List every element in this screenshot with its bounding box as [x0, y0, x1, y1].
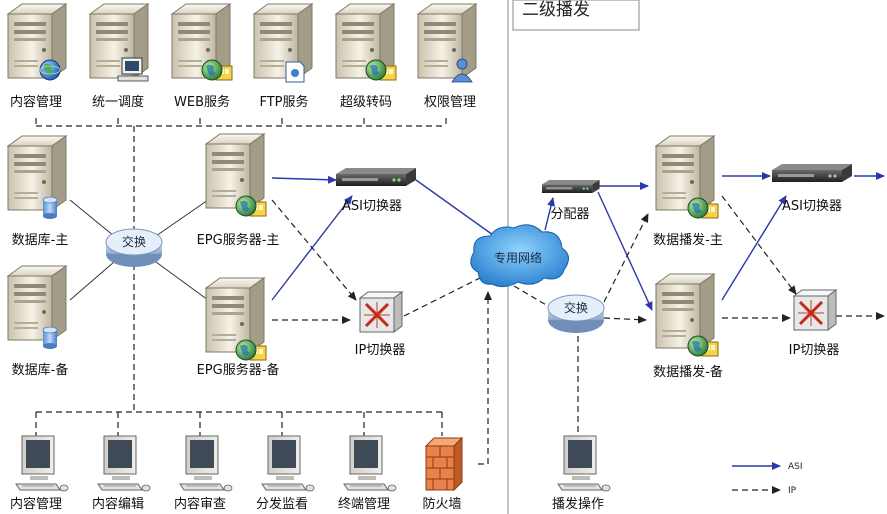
server-unified-scheduling: 统一调度 [89, 3, 149, 110]
top-server-row: 内容管理 统一调度 WEB服务 FTP服务 [7, 3, 477, 110]
ip-switch-left: IP切换器 [355, 290, 406, 358]
globe-icon [39, 59, 61, 81]
server-web: WEB服务 [171, 3, 233, 110]
section-title-box [512, 0, 640, 31]
database-icon [42, 196, 58, 220]
private-network-label: 专用网络 [494, 250, 542, 265]
rack-icon [336, 168, 416, 186]
monitor-icon [117, 57, 149, 82]
workstation-distribution-monitoring: 分发监看 [256, 435, 315, 512]
broadcast-server-backup: 数据播发-备 [653, 273, 723, 380]
legend-ip-label: IP [788, 486, 797, 496]
ip-switch-right: IP切换器 [789, 288, 840, 358]
ip-switch-icon [792, 288, 838, 332]
broadcast-primary-label: 数据播发-主 [653, 232, 723, 248]
broadcast-backup-label: 数据播发-备 [653, 364, 723, 380]
distributor-icon [542, 180, 600, 193]
workstation-row: 内容管理 内容编辑 内容审查 分发监看 终端管理 防火墙 [10, 435, 611, 512]
workstation-label: 内容管理 [10, 496, 62, 512]
switch-hub-right-label: 交换 [564, 300, 588, 315]
database-backup-label: 数据库-备 [12, 362, 69, 378]
epg-server-backup: EPG服务器-备 [197, 277, 280, 378]
server-content-management: 内容管理 [7, 3, 67, 110]
epg-server-primary: EPG服务器-主 [197, 133, 280, 248]
ip-switch-right-label: IP切换器 [789, 343, 840, 358]
asi-switch-label: ASI切换器 [342, 199, 402, 214]
server-icon [205, 133, 265, 209]
database-primary: 数据库-主 [7, 135, 69, 248]
server-label: 统一调度 [92, 94, 144, 110]
computer-icon [179, 435, 233, 492]
workstation-content-review: 内容审查 [174, 435, 233, 512]
server-label: 权限管理 [424, 94, 476, 110]
rack-icon [772, 164, 852, 182]
legend-asi-label: ASI [788, 462, 803, 472]
workstation-broadcast-operation: 播发操作 [552, 435, 611, 512]
workstation-label: 终端管理 [338, 496, 390, 512]
server-icon [7, 265, 67, 341]
firewall-icon [424, 436, 464, 492]
section-title: 二级播发 [522, 0, 590, 20]
computer-icon [261, 435, 315, 492]
switch-hub-label: 交换 [122, 234, 146, 249]
server-permission-management: 权限管理 [417, 3, 477, 110]
computer-icon [343, 435, 397, 492]
asi-switch-right-label: ASI切换器 [782, 199, 842, 214]
computer-icon [15, 435, 69, 492]
globe-icon [687, 197, 719, 219]
server-icon [655, 273, 715, 349]
database-backup: 数据库-备 [7, 265, 69, 378]
workstation-content-management: 内容管理 [10, 435, 69, 512]
server-icon [205, 277, 265, 353]
ip-switch-icon [358, 290, 404, 334]
asi-switch-right: ASI切换器 [772, 164, 852, 214]
switch-hub-right: 交换 [547, 294, 605, 334]
legend: ASI IP [732, 462, 803, 496]
workstation-label: 分发监看 [256, 496, 308, 512]
server-icon [417, 3, 477, 79]
workstation-label: 内容编辑 [92, 496, 144, 512]
document-icon [285, 61, 305, 83]
switch-hub-left: 交换 [105, 228, 163, 268]
distributor-label: 分配器 [550, 207, 589, 222]
server-label: WEB服务 [174, 94, 230, 110]
server-label: FTP服务 [259, 94, 308, 110]
broadcast-server-primary: 数据播发-主 [653, 135, 723, 248]
workstation-terminal-management: 终端管理 [338, 435, 397, 512]
server-label: 超级转码 [340, 95, 392, 110]
workstation-label: 播发操作 [552, 496, 604, 512]
distributor: 分配器 [542, 180, 600, 222]
cloud-icon [470, 224, 569, 288]
database-icon [42, 326, 58, 350]
epg-backup-label: EPG服务器-备 [197, 362, 280, 378]
epg-primary-label: EPG服务器-主 [197, 232, 280, 248]
server-icon [7, 135, 67, 211]
workstation-label: 内容审查 [174, 496, 226, 512]
connections [35, 118, 885, 465]
private-network-cloud: 专用网络 [470, 224, 569, 288]
server-icon [655, 135, 715, 211]
server-super-transcoding: 超级转码 [335, 3, 397, 110]
server-ftp: FTP服务 [253, 3, 313, 110]
firewall: 防火墙 [422, 436, 464, 512]
database-primary-label: 数据库-主 [12, 232, 69, 248]
ip-switch-label: IP切换器 [355, 343, 406, 358]
computer-icon [97, 435, 151, 492]
server-label: 内容管理 [10, 94, 62, 110]
user-icon [451, 58, 473, 83]
firewall-label: 防火墙 [422, 496, 461, 512]
computer-icon [557, 435, 611, 492]
asi-switch-left: ASI切换器 [336, 168, 416, 214]
workstation-content-editing: 内容编辑 [92, 435, 151, 512]
globe-icon [687, 335, 719, 357]
